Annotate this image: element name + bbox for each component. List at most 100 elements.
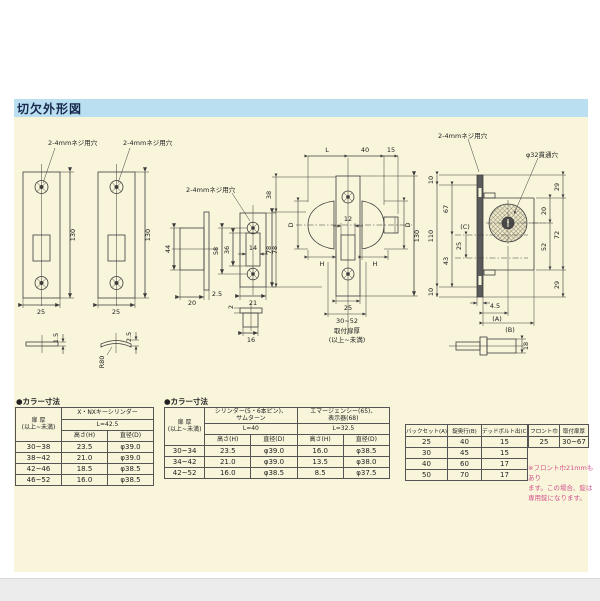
dim-label: 25 (455, 242, 463, 250)
cell: 16.0 (204, 467, 252, 479)
cell: 70 (447, 469, 482, 481)
cell: φ38.5 (342, 445, 391, 457)
cell: 60 (447, 458, 482, 470)
cell: φ39.0 (107, 441, 154, 453)
dim-label: 110 (427, 230, 435, 242)
cell: 17 (481, 469, 528, 481)
screw-hole-label: 2-4mmネジ用穴 (48, 138, 98, 147)
dim-label: 78 (265, 246, 273, 254)
cell: 50 (405, 469, 448, 481)
cell: 42~52 (163, 467, 206, 479)
collar-table-1-title: ●カラー寸法 (16, 397, 61, 406)
cell: φ37.5 (342, 467, 391, 479)
dim-label: 25 (344, 304, 352, 312)
group-header-emergency: エマージェンシー(65)、 表示器(68) (296, 407, 391, 424)
dim-label: D (287, 222, 295, 227)
cell: 15 (481, 436, 528, 448)
col-header-door: 扉 厚 (以上~未満) (15, 407, 62, 442)
group-line: エマージェンシー(65)、 (310, 407, 377, 415)
dim-label: 21 (249, 299, 257, 307)
length-header: L=42.5 (61, 419, 154, 431)
sub-header-dia: 直径(D) (107, 430, 154, 442)
door-sub-label: (以上~未満) (21, 423, 56, 431)
dim-label: 25 (37, 308, 45, 316)
dim-label: 12 (344, 215, 352, 223)
group-line: シリンダー(5・6本ピン)、 (214, 407, 288, 415)
dim-label: 44 (164, 245, 172, 253)
cell: 45 (447, 447, 482, 459)
dim-label: 14 (249, 244, 257, 252)
cell: 30~67 (559, 436, 589, 448)
cell: 30~34 (163, 445, 206, 457)
dim-label: 20 (540, 207, 548, 215)
dim-label: D (404, 222, 412, 227)
dim-label: 2 (227, 305, 235, 309)
front-width-note: ※フロント巾21mmもあり ます。この場合、錠は 専用錠になります。 (528, 463, 596, 503)
cell: φ39.0 (250, 456, 298, 468)
length-header: L=40 (204, 423, 298, 435)
mortise-case-drawing (435, 138, 566, 326)
strike-front-drawing (218, 192, 276, 300)
collar-table-1: 扉 厚 (以上~未満) X・NXキーシリンダー L=42.5 高さ(H) 直径(… (15, 407, 154, 486)
faceplate-round-drawing (93, 147, 149, 308)
dim-label: 20 (188, 299, 196, 307)
dim-label: 78 (271, 246, 279, 254)
cell: 21.0 (61, 452, 108, 464)
dim-label: 1.5 (52, 333, 60, 343)
dim-label: 130 (413, 230, 421, 242)
door-range-label: 30~52 (336, 317, 358, 325)
cell: 40 (405, 458, 448, 470)
front-width-table: フロント巾 取付扉厚 25 30~67 (528, 424, 589, 448)
cell: 8.5 (296, 467, 344, 479)
cell: φ39.0 (107, 452, 154, 464)
header-front-width: フロント巾 (528, 424, 560, 437)
dim-label: 15 (387, 146, 395, 154)
dim-label: 52 (540, 243, 548, 251)
through-hole-label: φ32貫通穴 (526, 150, 559, 159)
cell: φ39.0 (250, 445, 298, 457)
cell: 23.5 (61, 441, 108, 453)
dim-label: 29 (553, 183, 561, 191)
cell: 13.5 (296, 456, 344, 468)
cell: 25 (405, 436, 448, 448)
dim-label: 130 (144, 229, 152, 241)
dim-label: 130 (69, 229, 77, 241)
cell: φ38.5 (107, 463, 154, 475)
collar-table-2-title: ●カラー寸法 (164, 397, 209, 406)
dim-label: 43 (442, 257, 450, 265)
cell: φ38.5 (107, 474, 154, 486)
cell: 40 (447, 436, 482, 448)
dim-label: (C) (460, 223, 470, 231)
cell: 21.0 (204, 456, 252, 468)
group-line: サムターン (236, 414, 266, 422)
cell: 17 (481, 458, 528, 470)
lockset-assembly-drawing (272, 154, 418, 335)
door-label: 扉 厚 (31, 416, 46, 424)
door-label: 扉 厚 (177, 418, 192, 426)
cell: 42~46 (15, 463, 62, 475)
page-footer-strip (0, 578, 600, 601)
door-thickness-sub-label: (以上~未満) (329, 335, 366, 344)
cell: 30 (405, 447, 448, 459)
note-line: ます。この場合、錠は (528, 484, 593, 493)
dim-label: 2.5 (125, 332, 133, 342)
cell: 38~42 (15, 452, 62, 464)
page-title: 切欠外形図 (17, 101, 83, 116)
dim-label: 67 (442, 205, 450, 213)
dim-label: 58 (212, 247, 220, 255)
dim-label: 38 (265, 191, 273, 199)
screw-hole-label: 2-4mmネジ用穴 (186, 185, 236, 194)
faceplate-section-flat (25, 334, 66, 354)
dim-label: H (373, 260, 378, 268)
dim-label: 10 (427, 176, 435, 184)
dim-label: 4.5 (490, 302, 500, 310)
collar-table-2: 扉 厚 (以上~未満) シリンダー(5・6本ピン)、 サムターン エマージェンシ… (163, 407, 391, 479)
dim-label: 40 (361, 146, 369, 154)
strike-box-side-drawing (170, 211, 218, 300)
cell: 16.0 (296, 445, 344, 457)
dim-label: 36 (223, 246, 231, 254)
group-header-cylinder: シリンダー(5・6本ピン)、 サムターン (204, 407, 298, 424)
dim-label: 72 (553, 231, 561, 239)
sub-header-height: 高さ(H) (204, 434, 252, 446)
